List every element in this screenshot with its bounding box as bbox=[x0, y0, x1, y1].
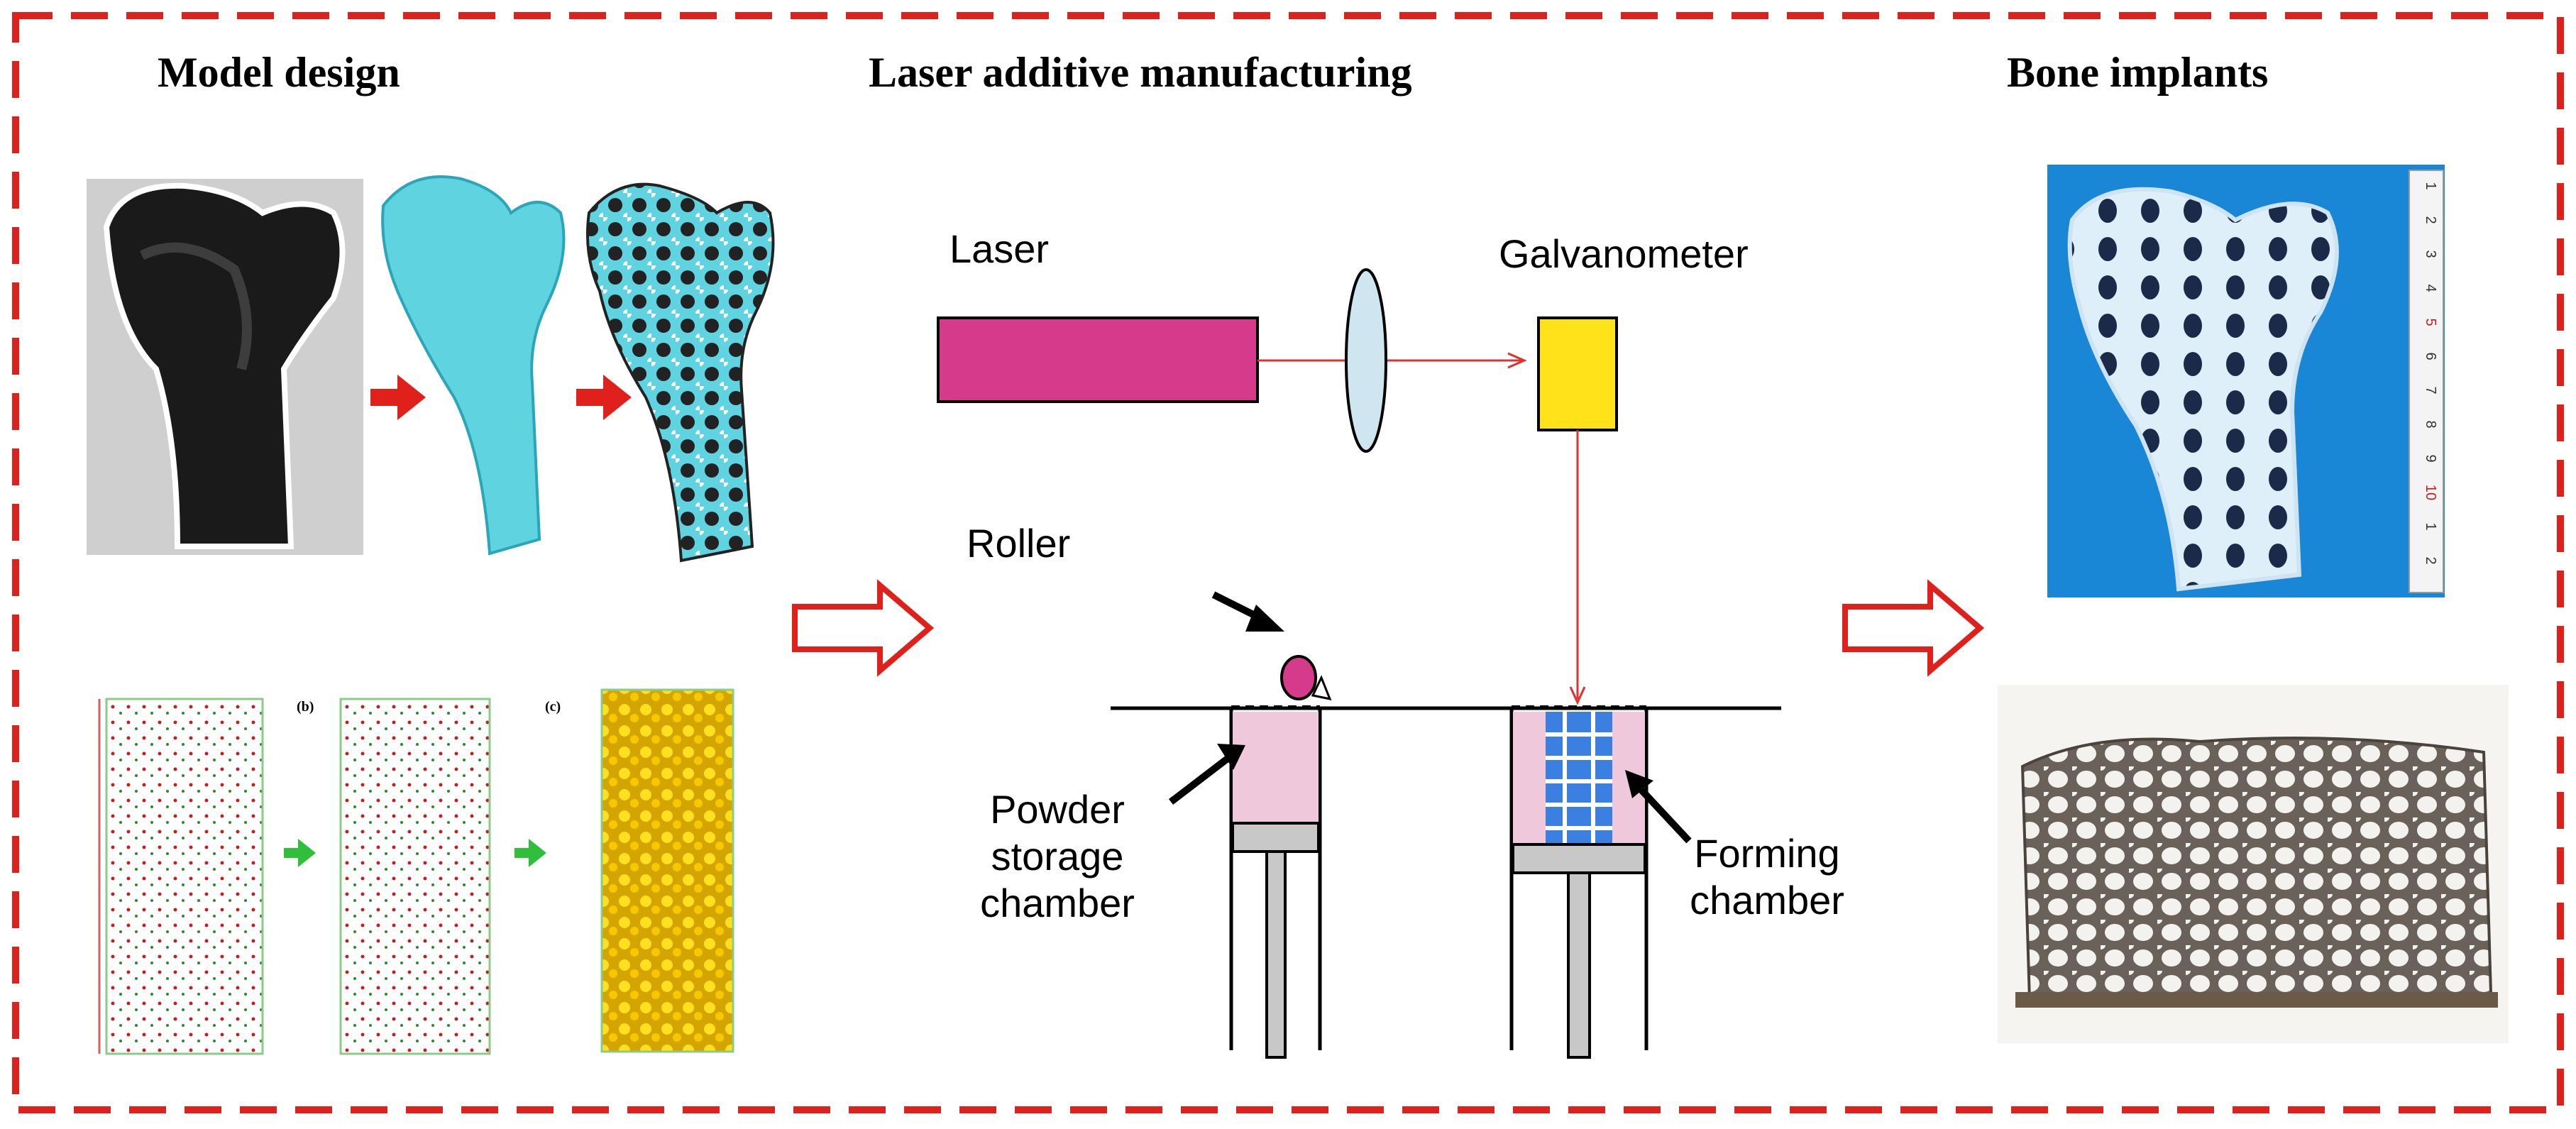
label-roller: Roller bbox=[967, 521, 1071, 566]
red-arrow-1 bbox=[370, 375, 426, 420]
ruler-number: 4 bbox=[2423, 284, 2438, 292]
label-forming-chamber: Forming chamber bbox=[1664, 830, 1870, 924]
forming-chamber bbox=[1509, 708, 1648, 1059]
flow-arrow-2 bbox=[1842, 579, 1985, 677]
forming-pointer bbox=[1636, 785, 1692, 844]
powder-line-3: chamber bbox=[980, 881, 1135, 925]
label-laser: Laser bbox=[950, 226, 1050, 271]
point-cloud-panel-a bbox=[98, 698, 264, 1055]
label-galvanometer: Galvanometer bbox=[1499, 231, 1749, 276]
ruler-numbers: 1 2 3 4 5 6 7 8 9 10 1 2 bbox=[2423, 182, 2438, 564]
metal-foam-photo bbox=[1998, 685, 2509, 1043]
ruler-number: 2 bbox=[2423, 216, 2438, 224]
forming-line-1: Forming bbox=[1694, 831, 1840, 876]
ruler-number: 8 bbox=[2423, 420, 2438, 428]
femur-ct-image bbox=[87, 179, 363, 555]
point-cloud-panel-b bbox=[339, 698, 491, 1055]
formed-part bbox=[1546, 712, 1612, 844]
powder-storage-chamber bbox=[1229, 708, 1322, 1059]
ruler-number: 9 bbox=[2423, 454, 2438, 462]
powder-pointer bbox=[1168, 753, 1234, 805]
laser-source bbox=[937, 316, 1259, 403]
ruler-number: 3 bbox=[2423, 250, 2438, 258]
ruler-number: 7 bbox=[2423, 386, 2438, 394]
powder-line-2: storage bbox=[991, 834, 1124, 879]
ruler bbox=[2409, 170, 2444, 593]
green-arrow-1 bbox=[284, 839, 316, 867]
green-arrow-2 bbox=[514, 839, 546, 867]
point-cloud-panel-c bbox=[600, 688, 734, 1053]
ruler-number: 6 bbox=[2423, 352, 2438, 360]
label-powder-storage-chamber: Powder storage chamber bbox=[951, 786, 1164, 927]
panel-tag-c: (c) bbox=[545, 699, 561, 715]
forming-line-2: chamber bbox=[1690, 878, 1844, 923]
ruler-number: 2 bbox=[2423, 556, 2438, 564]
forming-pointer-head bbox=[1625, 770, 1653, 798]
dashed-frame bbox=[12, 12, 2564, 1113]
beam-arrowhead-1 bbox=[1507, 352, 1527, 369]
ruler-number: 10 bbox=[2423, 485, 2438, 500]
red-arrow-2 bbox=[576, 375, 632, 420]
ruler-number: 5 bbox=[2423, 318, 2438, 326]
flow-arrow-1 bbox=[792, 579, 935, 677]
powder-pointer-head bbox=[1217, 744, 1245, 770]
ruler-number: 1 bbox=[2423, 182, 2438, 189]
beam-arrowhead-2 bbox=[1569, 686, 1586, 705]
powder-line-1: Powder bbox=[990, 787, 1125, 832]
roller-triangle bbox=[1311, 675, 1332, 701]
heading-bone-implants: Bone implants bbox=[2007, 49, 2269, 96]
roller-pointer-head bbox=[1245, 605, 1284, 632]
bone-implant-photo: 1 2 3 4 5 6 7 8 9 10 1 2 bbox=[2047, 165, 2445, 597]
ruler-number: 1 bbox=[2423, 522, 2438, 530]
panel-tag-b: (b) bbox=[297, 699, 314, 715]
femur-lattice-model bbox=[585, 182, 775, 563]
focusing-lens bbox=[1345, 268, 1387, 453]
heading-laser-additive-manufacturing: Laser additive manufacturing bbox=[869, 49, 1412, 96]
roller bbox=[1280, 655, 1317, 700]
galvanometer bbox=[1537, 316, 1618, 431]
heading-model-design: Model design bbox=[158, 49, 400, 96]
femur-3d-model bbox=[381, 175, 566, 556]
